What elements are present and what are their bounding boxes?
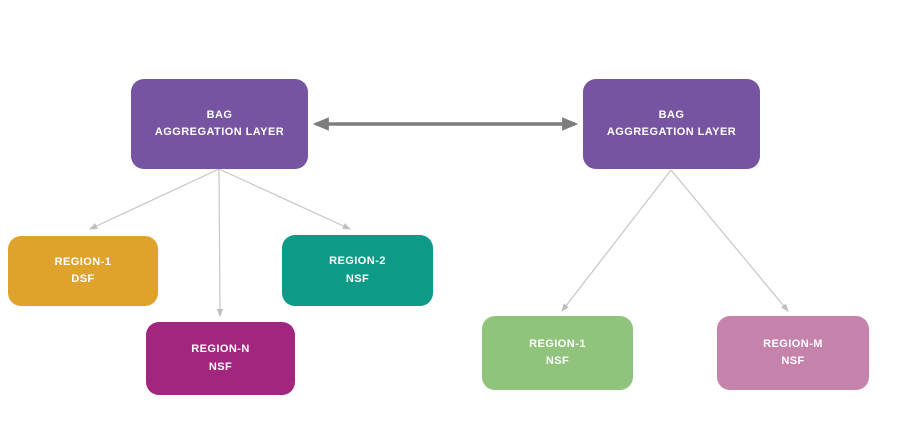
node-region-2-nsf: REGION-2 NSF <box>282 235 433 306</box>
node-label-line1: BAG <box>206 108 233 121</box>
connector-bag-right-to-region-1-nsf <box>561 169 672 312</box>
node-region-1-nsf: REGION-1 NSF <box>482 316 633 390</box>
node-region-n-nsf: REGION-N NSF <box>146 322 295 395</box>
connector-bag-left-to-region-1-dsf <box>88 168 220 230</box>
node-bag-aggregation-layer-left: BAG AGGREGATION LAYER <box>131 79 308 169</box>
connector-bag-right-to-region-m-nsf <box>670 169 789 312</box>
node-label-line1: BAG <box>658 108 685 121</box>
node-region-1-dsf: REGION-1 DSF <box>8 236 158 306</box>
node-label-line2: AGGREGATION LAYER <box>154 126 285 138</box>
node-label-line1: REGION-1 <box>529 337 586 350</box>
node-label-line2: NSF <box>545 355 570 367</box>
node-label-line1: REGION-M <box>763 337 823 350</box>
node-label-line1: REGION-2 <box>329 255 386 268</box>
node-label-line1: REGION-N <box>191 343 250 356</box>
node-label-line2: NSF <box>345 272 370 285</box>
node-label-line2: DSF <box>71 273 95 285</box>
connector-bag-left-to-region-2-nsf <box>218 168 352 230</box>
node-label-line2: AGGREGATION LAYER <box>606 126 737 138</box>
node-region-m-nsf: REGION-M NSF <box>717 316 869 390</box>
node-bag-aggregation-layer-right: BAG AGGREGATION LAYER <box>583 79 760 169</box>
node-label-line2: NSF <box>781 355 805 367</box>
connector-bag-left-to-region-n-nsf <box>216 168 224 318</box>
node-label-line1: REGION-1 <box>54 255 112 268</box>
node-label-line2: NSF <box>208 360 233 373</box>
